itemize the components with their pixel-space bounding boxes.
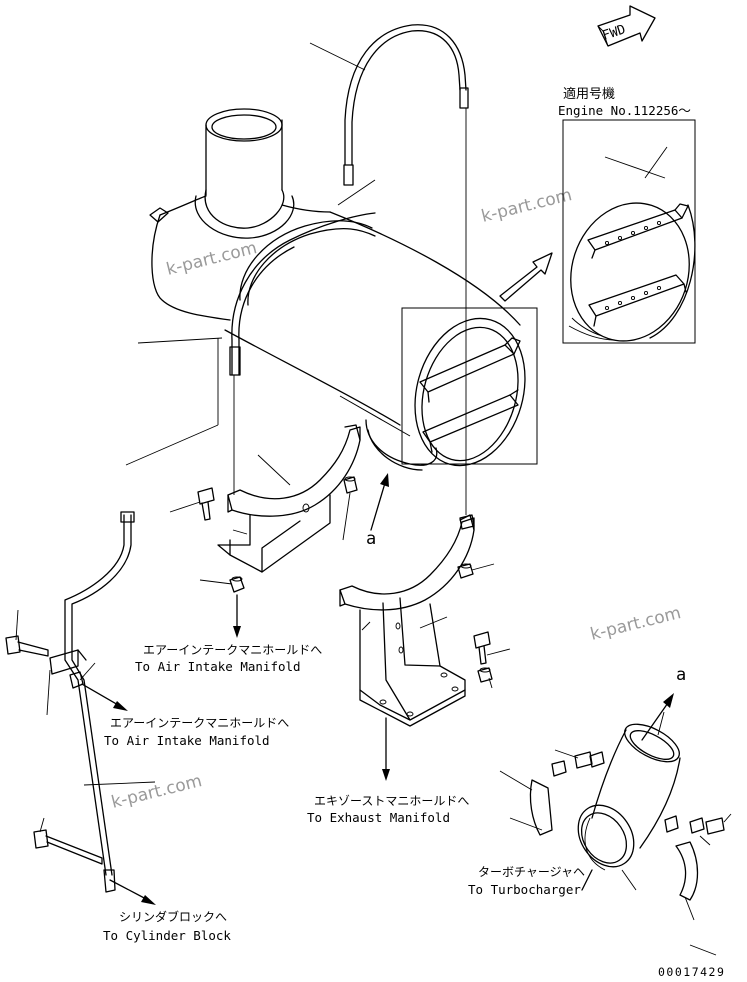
fwd-arrow-icon: FWD: [597, 5, 656, 47]
callout-cylinder: シリンダブロックへ To Cylinder Block: [103, 909, 231, 943]
muffler: [149, 108, 526, 471]
air-intake-1-jp: エアーインテークマニホールドへ: [143, 643, 322, 657]
callout-exhaust: エキゾーストマニホールドへ To Exhaust Manifold: [307, 794, 469, 825]
u-bolt-top: [343, 24, 469, 515]
callout-air-intake-1: エアーインテークマニホールドへ To Air Intake Manifold: [135, 643, 322, 674]
turbo-jp: ターボチャージャヘ: [478, 865, 585, 879]
leader-lines: [15, 42, 732, 956]
watermark-1: k-part.com: [479, 185, 574, 227]
drain-pipe: [49, 511, 135, 893]
right-cradle-bracket: [339, 514, 475, 727]
applicability-line1: 適用号機: [563, 86, 615, 102]
watermark-4: k-part.com: [109, 771, 204, 813]
detail-letter-a-1: a: [366, 529, 376, 549]
callout-arrows: [81, 473, 674, 905]
cylinder-jp: シリンダブロックへ: [119, 909, 227, 924]
watermark-3: k-part.com: [588, 603, 683, 645]
cylinder-en: To Cylinder Block: [103, 928, 231, 943]
detail-letter-a-2: a: [676, 665, 686, 685]
exhaust-jp: エキゾーストマニホールドへ: [314, 794, 469, 808]
air-intake-2-en: To Air Intake Manifold: [104, 733, 270, 748]
callout-air-intake-2: エアーインテークマニホールドへ To Air Intake Manifold: [104, 716, 289, 748]
left-cradle-bracket: [217, 424, 361, 573]
detail-frame: [401, 307, 538, 465]
applicability-note: 適用号機 Engine No.112256〜: [558, 86, 691, 118]
applicability-line2: Engine No.112256〜: [558, 103, 691, 118]
drawing-number: 00017429: [658, 965, 725, 979]
air-intake-1-en: To Air Intake Manifold: [135, 659, 301, 674]
turbo-en: To Turbocharger: [468, 882, 581, 897]
inset-detail-view: [562, 119, 696, 344]
air-intake-2-jp: エアーインテークマニホールドへ: [110, 716, 289, 730]
fasteners-muffler: [197, 476, 493, 683]
strap-band: [229, 212, 376, 495]
direction-arrow-icon: [499, 252, 553, 302]
elbow-pipe: [529, 723, 725, 901]
fwd-label: FWD: [601, 22, 628, 44]
callout-turbo: ターボチャージャヘ To Turbocharger: [468, 865, 585, 897]
exhaust-en: To Exhaust Manifold: [307, 810, 450, 825]
